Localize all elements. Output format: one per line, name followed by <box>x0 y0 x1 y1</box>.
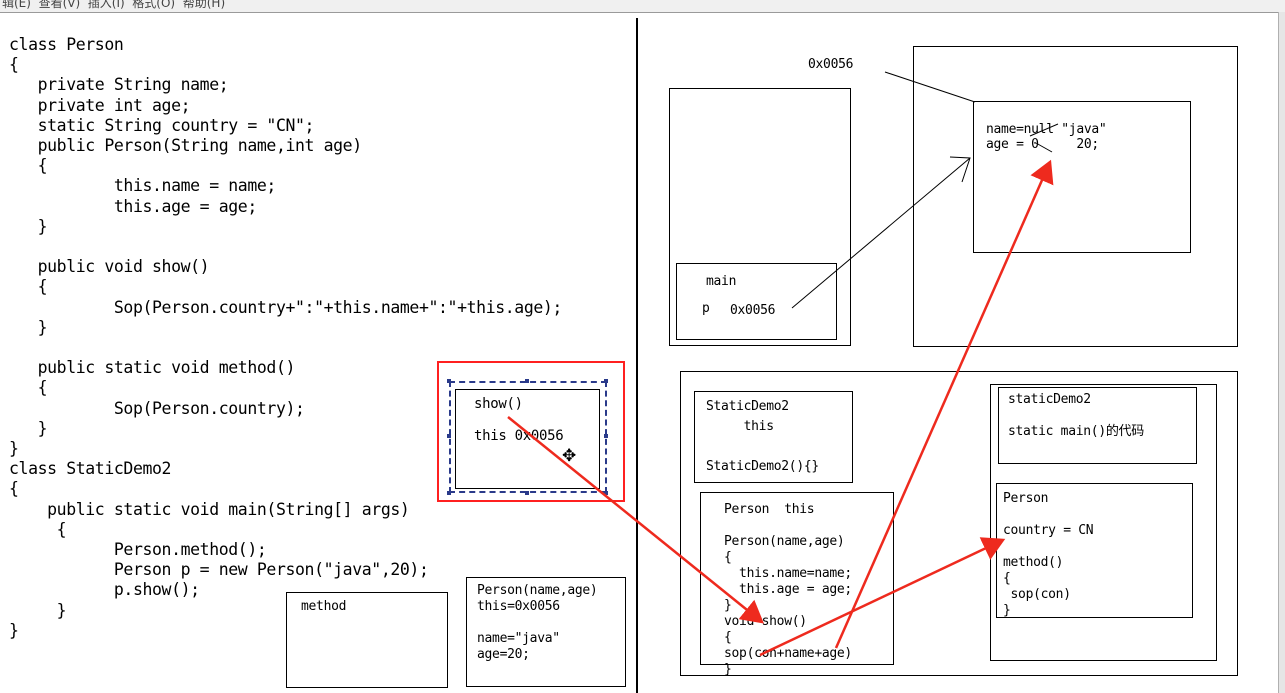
static-person-line: Person <box>1003 491 1049 506</box>
show-frame-line2: this 0x0056 <box>474 428 564 444</box>
person-class-box[interactable]: Person this Person(name,age){ this.name=… <box>700 492 894 677</box>
heap-address-label: 0x0056 <box>808 57 854 72</box>
static-person-line: sop(con) <box>1003 587 1072 602</box>
code-line: { <box>9 277 48 297</box>
main-frame-title: main <box>706 274 737 289</box>
person-class-line: sop(con+name+age) <box>724 646 852 661</box>
static-person-line <box>1003 539 1093 555</box>
static-person-box[interactable]: Person country = CN method(){ sop(con)} <box>996 483 1193 618</box>
static-main-text: staticDemo2 static main()的代码 <box>1008 392 1144 440</box>
code-line: { <box>9 519 67 539</box>
person-class-line: Person(name,age) <box>724 534 845 549</box>
staticdemo2-class-line: this <box>706 419 774 434</box>
person-class-line: Person this <box>724 502 815 517</box>
code-line <box>9 237 562 257</box>
window-right-border <box>1278 12 1285 693</box>
show-frame-line1: show() <box>474 396 523 412</box>
code-line: { <box>9 479 19 499</box>
static-person-line: { <box>1003 571 1011 586</box>
person-class-line: this.name=name; <box>724 566 852 581</box>
constructor-frame-line: Person(name,age) <box>477 583 598 598</box>
code-line: public void show() <box>9 257 210 277</box>
code-line: } <box>9 216 48 236</box>
constructor-frame-box[interactable]: Person(name,age)this=0x0056 name="java"a… <box>466 577 626 687</box>
person-class-line: { <box>724 630 732 645</box>
staticdemo2-class-line <box>706 437 819 457</box>
static-person-text: Person country = CN method(){ sop(con)} <box>1003 491 1094 619</box>
person-class-line: } <box>724 598 732 613</box>
heap-field-line: name=null "java" <box>986 122 1107 137</box>
code-line: } <box>9 620 19 640</box>
code-line: Person p = new Person("java",20); <box>9 560 429 580</box>
person-class-line <box>724 518 852 534</box>
static-main-line: staticDemo2 <box>1008 392 1091 407</box>
source-code: class Person{ private String name; priva… <box>9 35 562 641</box>
code-line: } <box>9 317 48 337</box>
staticdemo2-class-line: StaticDemo2 <box>706 399 789 414</box>
constructor-frame-text: Person(name,age)this=0x0056 name="java"a… <box>477 583 598 663</box>
method-frame-label: method <box>301 599 347 614</box>
code-line: { <box>9 378 48 398</box>
code-line: public static void method() <box>9 358 296 378</box>
code-line: this.age = age; <box>9 196 257 216</box>
code-line: Person.method(); <box>9 540 267 560</box>
person-class-line: } <box>724 662 732 677</box>
code-line: Sop(Person.country); <box>9 398 305 418</box>
static-person-line: method() <box>1003 555 1064 570</box>
move-cursor-icon: ✥ <box>562 446 577 466</box>
menu-bar-text: 辑(E) 查看(V) 插入(I) 格式(O) 帮助(H) <box>2 0 226 10</box>
person-class-line: void show() <box>724 614 807 629</box>
main-frame-var-value: 0x0056 <box>730 303 776 318</box>
static-main-line <box>1008 408 1144 424</box>
static-person-line: } <box>1003 603 1011 618</box>
static-person-line <box>1003 507 1093 523</box>
staticdemo2-class-line: StaticDemo2(){} <box>706 459 819 474</box>
code-line: private String name; <box>9 75 229 95</box>
code-line: public Person(String name,int age) <box>9 136 363 156</box>
person-class-text: Person this Person(name,age){ this.name=… <box>724 502 852 678</box>
staticdemo2-class-box[interactable]: StaticDemo2 this StaticDemo2(){} <box>694 391 853 483</box>
code-line: { <box>9 156 48 176</box>
code-line: class StaticDemo2 <box>9 459 172 479</box>
static-main-line: static main()的代码 <box>1008 424 1144 439</box>
heap-object-box[interactable]: name=null "java"age = 0 20; <box>973 101 1191 253</box>
staticdemo2-class-text: StaticDemo2 this StaticDemo2(){} <box>706 397 819 477</box>
code-line: { <box>9 55 19 75</box>
constructor-frame-line: age=20; <box>477 647 530 662</box>
constructor-frame-line: this=0x0056 <box>477 599 560 614</box>
code-line: private int age; <box>9 95 191 115</box>
constructor-frame-line <box>477 615 597 631</box>
person-class-line: this.age = age; <box>724 582 852 597</box>
code-line: p.show(); <box>9 580 200 600</box>
method-frame-box[interactable]: method <box>286 592 448 688</box>
code-line: } <box>9 600 67 620</box>
code-line: } <box>9 439 19 459</box>
person-class-line: { <box>724 550 732 565</box>
code-line: public static void main(String[] args) <box>9 499 410 519</box>
menu-bar: 辑(E) 查看(V) 插入(I) 格式(O) 帮助(H) <box>0 0 1285 13</box>
panel-divider <box>636 18 638 693</box>
show-frame-box[interactable]: show() this 0x0056 <box>455 389 600 489</box>
static-main-box[interactable]: staticDemo2 static main()的代码 <box>998 387 1197 464</box>
code-line <box>9 338 562 358</box>
code-line: } <box>9 418 48 438</box>
main-frame-var-name: p <box>702 301 710 316</box>
static-person-line: country = CN <box>1003 523 1094 538</box>
constructor-frame-line: name="java" <box>477 631 560 646</box>
code-line: this.name = name; <box>9 176 276 196</box>
heap-object-fields: name=null "java"age = 0 20; <box>986 122 1107 152</box>
main-frame-box[interactable]: main p 0x0056 <box>676 263 837 340</box>
heap-field-line: age = 0 20; <box>986 137 1099 152</box>
code-line: class Person <box>9 35 124 54</box>
code-line: static String country = "CN"; <box>9 115 315 135</box>
code-line: Sop(Person.country+":"+this.name+":"+thi… <box>9 297 563 317</box>
